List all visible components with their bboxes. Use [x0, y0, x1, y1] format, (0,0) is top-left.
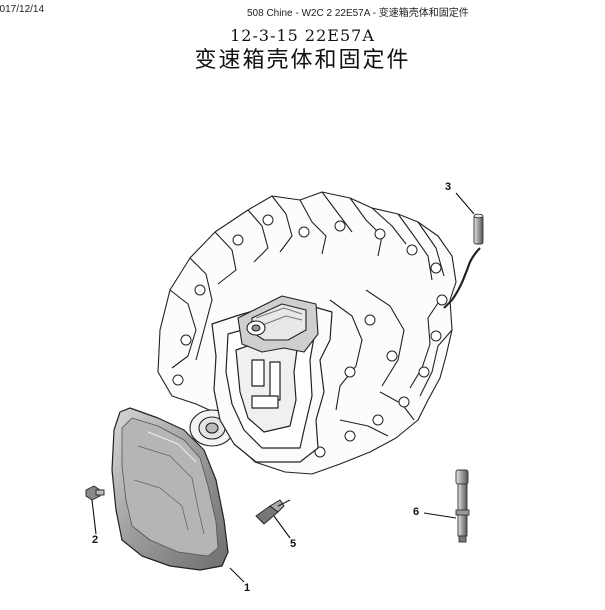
- leader-lines: [91, 192, 475, 583]
- header-title: 508 Chine - W2C 2 22E57A - 变速箱壳体和固定件: [247, 8, 469, 19]
- part-3-pin: [473, 213, 484, 245]
- harness-cable: [451, 247, 481, 301]
- part-6-dipstick: [455, 469, 470, 543]
- housing-bolt-bosses: [172, 214, 448, 458]
- diagram-title: 变速箱壳体和固定件: [194, 48, 411, 73]
- callout-3: 3: [445, 181, 452, 193]
- header-date: 2017/12/14: [0, 4, 45, 15]
- callout-1: 1: [244, 582, 251, 594]
- part-1-oil-pan: [111, 407, 229, 571]
- part-5-sensor: [255, 499, 291, 525]
- control-unit: [237, 295, 319, 353]
- part-2-bolt: [85, 485, 105, 501]
- callout-2: 2: [92, 534, 99, 546]
- callout-5: 5: [290, 538, 297, 550]
- diagram-code: 12-3-15 22E57A: [230, 26, 375, 45]
- callout-6: 6: [413, 506, 420, 518]
